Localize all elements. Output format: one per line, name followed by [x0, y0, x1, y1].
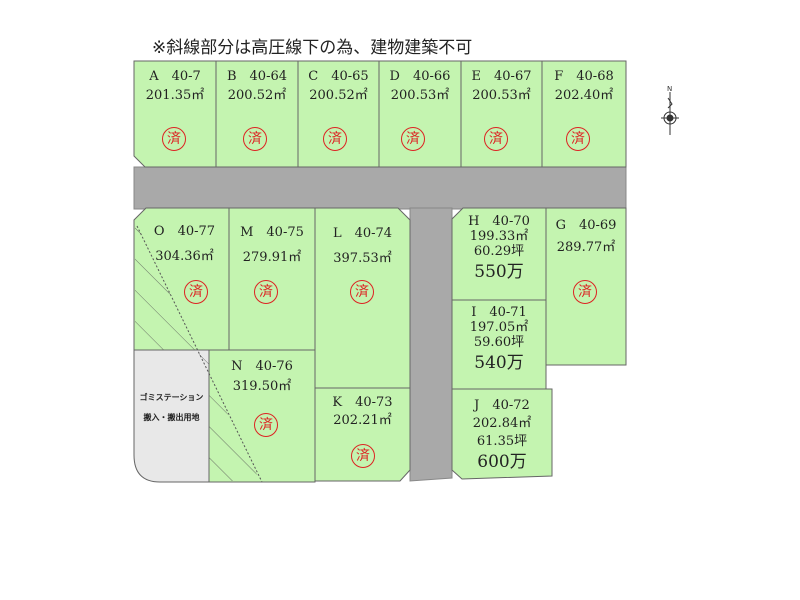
sold-stamp-N: 済	[254, 413, 278, 437]
lot-E-info: E 40-67 200.53㎡	[461, 67, 542, 105]
compass-icon	[661, 92, 679, 135]
lot-area: 199.33㎡	[469, 229, 529, 244]
lot-area: 289.77㎡	[556, 240, 616, 255]
lot-A[interactable]	[133, 60, 217, 168]
note-text: ※斜線部分は高圧線下の為、建物建築不可	[152, 38, 473, 58]
lot-A-info: A 40-7 201.35㎡	[134, 67, 216, 105]
lot-area: 200.52㎡	[227, 88, 287, 103]
lot-G-info: G 40-69 289.77㎡	[546, 215, 626, 259]
lot-area: 202.21㎡	[333, 413, 392, 428]
lot-label: H 40-70	[468, 214, 530, 229]
lot-N-info: N 40-76 319.50㎡	[209, 357, 315, 397]
lot-price: 540万	[474, 353, 524, 373]
lot-K-info: K 40-73 202.21㎡	[315, 394, 410, 430]
sold-stamp-L: 済	[350, 280, 374, 304]
lot-tsubo: 59.60坪	[473, 335, 525, 350]
sold-stamp-K: 済	[351, 444, 375, 468]
lot-area: 304.36㎡	[155, 249, 214, 264]
lot-label: J 40-72	[474, 398, 530, 413]
lot-area: 319.50㎡	[232, 379, 292, 394]
lot-area: 397.53㎡	[333, 251, 392, 266]
garbage-station-area	[133, 349, 210, 483]
lot-label: L 40-74	[332, 226, 393, 241]
lot-area: 200.53㎡	[472, 88, 531, 103]
lot-area: 279.91㎡	[242, 250, 302, 265]
garbage-station-line1: ゴミステーション	[139, 393, 204, 402]
sold-stamp-O: 済	[184, 280, 208, 304]
lot-label: F 40-68	[554, 69, 614, 84]
road-vertical	[409, 207, 453, 482]
lot-F-info: F 40-68 202.40㎡	[542, 67, 626, 105]
lot-M[interactable]	[228, 207, 316, 351]
sold-stamp-M: 済	[254, 280, 278, 304]
lot-area: 202.84㎡	[472, 416, 532, 431]
lot-label: D 40-66	[389, 69, 451, 84]
sold-stamp-G: 済	[573, 280, 597, 304]
lot-J[interactable]	[451, 388, 553, 480]
lot-area: 202.40㎡	[554, 88, 614, 103]
lot-label: B 40-64	[226, 69, 288, 84]
lot-label: E 40-67	[471, 69, 532, 84]
lot-label: A 40-7	[149, 69, 201, 84]
lot-area: 200.52㎡	[309, 88, 368, 103]
sold-stamp-A: 済	[162, 127, 186, 151]
compass-label: N	[667, 85, 672, 93]
sold-stamp-D: 済	[401, 127, 425, 151]
lot-tsubo: 61.35坪	[476, 434, 528, 449]
lot-label: N 40-76	[231, 359, 293, 374]
lot-label: M 40-75	[240, 225, 304, 240]
lot-label: O 40-77	[153, 224, 216, 239]
lot-label: C 40-65	[308, 69, 369, 84]
lot-label: K 40-73	[332, 395, 393, 410]
lot-L-info: L 40-74 397.53㎡	[315, 221, 410, 271]
sold-stamp-F: 済	[566, 127, 590, 151]
lot-B-info: B 40-64 200.52㎡	[216, 67, 298, 105]
lot-tsubo: 60.29坪	[473, 244, 525, 259]
lot-area: 201.35㎡	[145, 88, 205, 103]
sold-stamp-E: 済	[484, 127, 508, 151]
garbage-station-line2: 搬入・搬出用地	[143, 413, 200, 422]
lot-D-info: D 40-66 200.53㎡	[379, 67, 461, 105]
lot-C-info: C 40-65 200.52㎡	[298, 67, 379, 105]
sold-stamp-C: 済	[323, 127, 347, 151]
sold-stamp-B: 済	[243, 127, 267, 151]
lot-price: 600万	[477, 452, 527, 472]
road-horizontal	[133, 166, 627, 210]
lot-area: 200.53㎡	[390, 88, 450, 103]
lot-J-info: J 40-72 202.84㎡ 61.35坪 600万	[452, 397, 552, 471]
lot-M-info: M 40-75 279.91㎡	[229, 220, 315, 270]
lot-I[interactable]	[451, 299, 547, 390]
lot-label: G 40-69	[555, 218, 617, 233]
lot-O-info: O 40-77 304.36㎡	[140, 219, 229, 269]
lot-label: I 40-71	[471, 305, 527, 320]
lot-area: 197.05㎡	[469, 320, 529, 335]
garbage-station-label: ゴミステーション 搬入・搬出用地	[134, 388, 209, 428]
high-voltage-hatch-N	[197, 350, 260, 481]
high-voltage-line	[136, 225, 263, 483]
lot-price: 550万	[474, 262, 524, 282]
